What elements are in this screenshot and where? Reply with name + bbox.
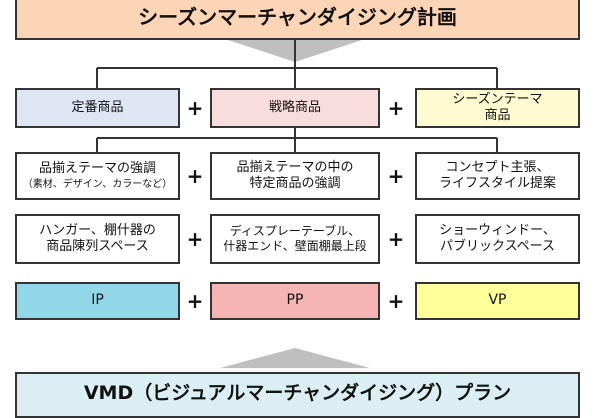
space-box-1: ハンガー、棚什器の 商品陳列スペース — [15, 214, 180, 264]
category-label: 定番商品 — [71, 99, 124, 115]
plus-sign: + — [186, 96, 204, 120]
emphasis-line1: 品揃えテーマの中の — [236, 159, 354, 175]
presentation-box-pp: PP — [210, 282, 380, 320]
category-label: 戦略商品 — [268, 99, 321, 115]
title-box: シーズンマーチャンダイジング計画 — [15, 0, 580, 40]
emphasis-line1: 品揃えテーマの強調 — [38, 160, 156, 176]
emphasis-box-2: 品揃えテーマの中の 特定商品の強調 — [210, 152, 380, 200]
emphasis-box-1: 品揃えテーマの強調 （素材、デザイン、カラーなど） — [15, 152, 180, 200]
space-line2: パブリックスペース — [439, 239, 556, 254]
emphasis-box-3: コンセプト主張、 ライフスタイル提案 — [415, 152, 580, 200]
space-line1: ディスプレーテーブル、 — [229, 224, 361, 238]
category-box-season-theme: シーズンテーマ 商品 — [415, 88, 580, 128]
space-line2: 商品陳列スペース — [46, 239, 149, 254]
plus-sign: + — [387, 289, 405, 313]
emphasis-line2: 特定商品の強調 — [249, 176, 341, 191]
branch-top — [96, 40, 498, 88]
category-label-line1: シーズンテーマ — [452, 91, 543, 107]
vmd-plan-box: VMD（ビジュアルマーチャンダイジング）プラン — [15, 372, 580, 418]
space-box-3: ショーウィンドー、 パブリックスペース — [415, 214, 580, 264]
emphasis-line1: コンセプト主張、 — [445, 159, 550, 175]
presentation-box-ip: IP — [15, 282, 180, 320]
presentation-label: VP — [488, 292, 507, 309]
category-label-line2: 商品 — [484, 108, 511, 123]
presentation-label: PP — [286, 292, 304, 309]
plus-sign: + — [186, 289, 204, 313]
up-arrow — [220, 348, 370, 368]
presentation-label: IP — [91, 292, 104, 309]
title-text: シーズンマーチャンダイジング計画 — [138, 4, 457, 29]
plus-sign: + — [186, 164, 204, 188]
vmd-plan-text: VMD（ビジュアルマーチャンダイジング）プラン — [83, 382, 512, 404]
plus-sign: + — [186, 227, 204, 251]
plus-sign: + — [387, 164, 405, 188]
plus-sign: + — [387, 227, 405, 251]
connector-lines — [96, 40, 498, 368]
space-box-2: ディスプレーテーブル、 什器エンド、壁面棚最上段 — [210, 214, 380, 264]
space-line2: 什器エンド、壁面棚最上段 — [223, 239, 367, 253]
plus-sign: + — [387, 96, 405, 120]
presentation-box-vp: VP — [415, 282, 580, 320]
emphasis-line2: （素材、デザイン、カラーなど） — [22, 178, 173, 190]
space-line1: ハンガー、棚什器の — [39, 222, 156, 238]
category-box-standard: 定番商品 — [15, 88, 180, 128]
category-box-strategic: 戦略商品 — [210, 88, 380, 128]
emphasis-line2: ライフスタイル提案 — [438, 176, 556, 191]
space-line1: ショーウィンドー、 — [439, 222, 556, 238]
branch-middle — [96, 128, 498, 152]
